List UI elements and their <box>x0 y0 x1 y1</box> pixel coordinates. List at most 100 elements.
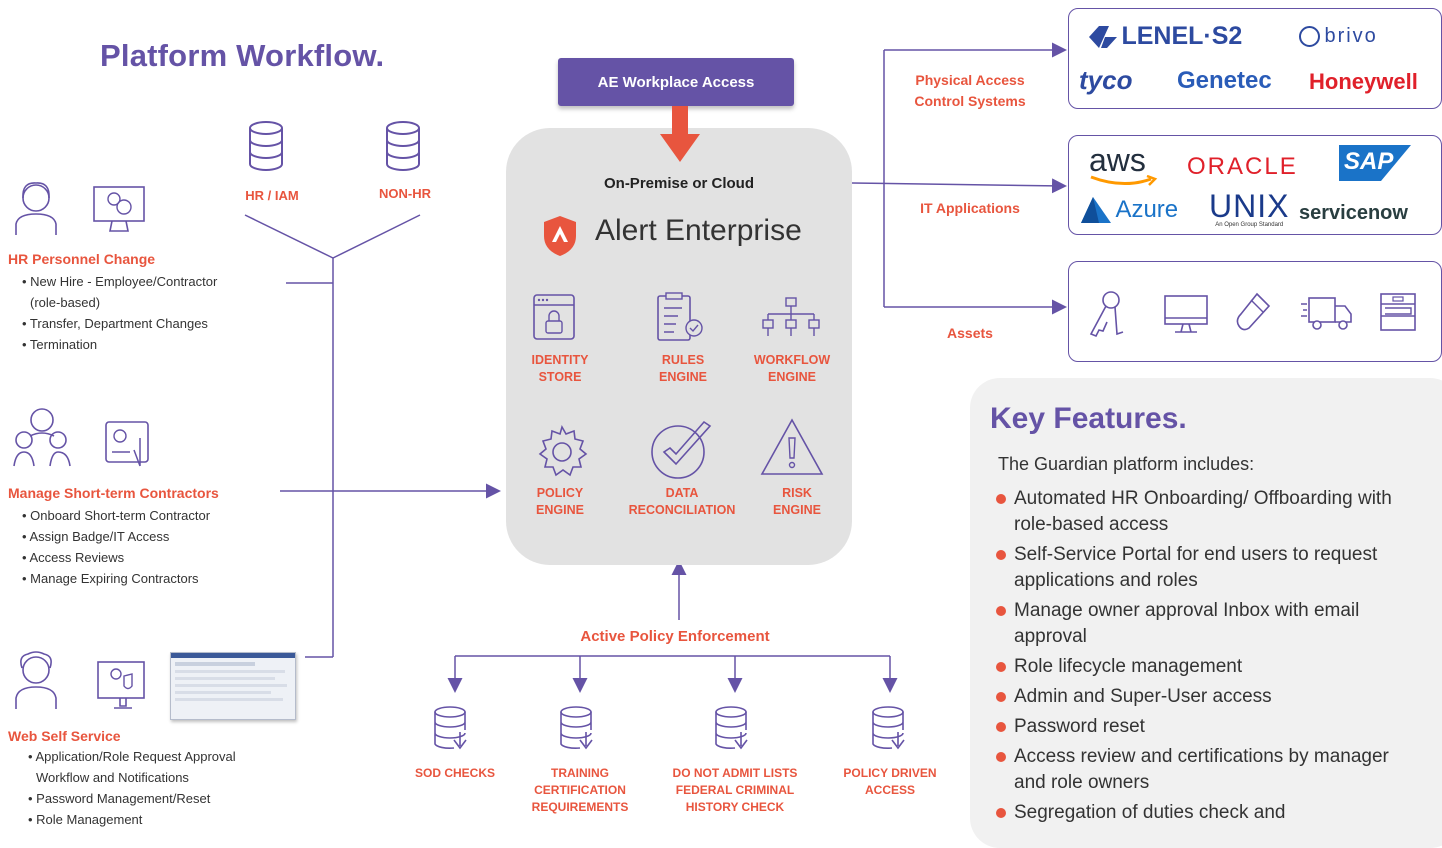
contractors-heading: Manage Short-term Contractors <box>8 485 219 501</box>
lenel-logo: LENEL·S2 <box>1089 22 1242 51</box>
unix-logo: UNIX An Open Group Standard <box>1209 188 1290 228</box>
bullet-dot-icon <box>996 692 1006 702</box>
secure-user-screen-icon <box>97 661 145 709</box>
page-title: Platform Workflow. <box>100 38 385 73</box>
sod-checks-label: SOD CHECKS <box>414 766 495 780</box>
list-item: • Termination <box>22 337 98 352</box>
hr-iam-database-icon <box>249 121 283 171</box>
list-item: • Application/Role Request Approval <box>28 749 236 764</box>
key-features-panel <box>970 378 1442 848</box>
training-label: TRAINING CERTIFICATION REQUIREMENTS <box>531 766 629 814</box>
list-item: • Manage Expiring Contractors <box>22 571 199 586</box>
active-policy-enforcement-heading: Active Policy Enforcement <box>580 628 770 645</box>
bullet-dot-icon <box>996 606 1006 616</box>
workflow-connectors <box>244 42 1067 693</box>
self-service-heading: Web Self Service <box>8 728 121 744</box>
sap-logo: SAP <box>1339 145 1411 186</box>
approval-screen-icon <box>93 186 145 232</box>
cabinet-icon <box>1380 293 1416 331</box>
policy-driven-label: POLICY DRIVEN ACCESS <box>843 766 937 797</box>
identity-store-icon <box>533 294 575 340</box>
non-hr-database-icon <box>386 121 420 171</box>
user-avatar-icon <box>15 651 57 709</box>
feature-item: Admin and Super-User access <box>994 684 1414 710</box>
oracle-logo: ORACLE <box>1187 153 1298 180</box>
feature-item: Segregation of duties check and <box>994 800 1414 826</box>
web-portal-screenshot <box>170 652 296 720</box>
data-reconciliation-icon <box>651 420 712 479</box>
bullet-dot-icon <box>996 808 1006 818</box>
bullet-dot-icon <box>996 662 1006 672</box>
hr-change-heading: HR Personnel Change <box>8 251 156 267</box>
workflow-engine-label: WORKFLOW ENGINE <box>753 353 831 384</box>
key-features-title: Key Features. <box>990 402 1187 435</box>
rules-engine-label: RULES ENGINE <box>659 353 707 384</box>
brivo-logo: brivo <box>1299 25 1378 48</box>
hr-change-list: • New Hire - Employee/Contractor (role-b… <box>22 271 217 355</box>
down-arrow-icon <box>660 106 700 162</box>
list-item: • New Hire - Employee/Contractor <box>22 274 218 289</box>
do-not-admit-database-icon <box>715 706 748 750</box>
key-features-list: Automated HR Onboarding/ Offboarding wit… <box>994 486 1414 830</box>
usb-drive-icon <box>1236 292 1271 331</box>
hr-iam-label: HR / IAM <box>245 188 299 203</box>
bullet-dot-icon <box>996 494 1006 504</box>
deployment-label: On-Premise or Cloud <box>603 175 755 192</box>
sap-mark-icon <box>1339 145 1411 181</box>
keys-icon <box>1089 291 1124 338</box>
training-database-icon <box>560 706 593 750</box>
list-item: • Transfer, Department Changes <box>22 316 208 331</box>
bullet-dot-icon <box>996 752 1006 762</box>
physical-access-logos-box: LENEL·S2 brivo tyco Genetec Honeywell <box>1068 8 1442 109</box>
list-item: • Role Management <box>28 812 143 827</box>
badge-card-icon <box>105 421 149 467</box>
it-applications-logos-box: aws ORACLE SAP Azure UNIX An Open Group … <box>1068 135 1442 235</box>
feature-item: Password reset <box>994 714 1414 740</box>
employee-icon <box>15 182 57 235</box>
list-item: Workflow and Notifications <box>36 770 189 785</box>
list-item: • Access Reviews <box>22 550 125 565</box>
rules-engine-icon <box>657 292 703 341</box>
feature-item: Manage owner approval Inbox with email a… <box>994 598 1414 650</box>
list-item: • Onboard Short-term Contractor <box>22 508 211 523</box>
non-hr-label: NON-HR <box>379 186 431 201</box>
aws-logo: aws <box>1089 142 1159 187</box>
it-applications-label: IT Applications <box>920 200 1020 216</box>
contractors-group-icon <box>13 408 71 467</box>
list-item: • Password Management/Reset <box>28 791 211 806</box>
platform-core-panel <box>506 128 852 565</box>
workflow-engine-icon <box>762 297 820 336</box>
monitor-icon <box>1164 295 1208 333</box>
bullet-dot-icon <box>996 550 1006 560</box>
lenel-mark-icon <box>1089 25 1117 48</box>
truck-icon <box>1301 297 1352 330</box>
do-not-admit-label: DO NOT ADMIT LISTS FEDERAL CRIMINAL HIST… <box>672 766 798 814</box>
feature-item: Automated HR Onboarding/ Offboarding wit… <box>994 486 1414 538</box>
data-reconciliation-label: DATA RECONCILIATION <box>628 486 736 517</box>
honeywell-logo: Honeywell <box>1309 69 1418 94</box>
contractors-list: • Onboard Short-term Contractor • Assign… <box>22 505 210 589</box>
policy-driven-database-icon <box>872 706 905 750</box>
list-item: • Assign Badge/IT Access <box>22 529 170 544</box>
feature-item: Access review and certifications by mana… <box>994 744 1414 796</box>
aws-smile-icon <box>1090 175 1158 186</box>
ae-workplace-access-box: AE Workplace Access <box>558 58 794 106</box>
physical-access-label: Physical Access Control Systems <box>914 72 1026 109</box>
assets-label: Assets <box>947 325 993 341</box>
self-service-list: • Application/Role Request Approval Work… <box>28 746 236 830</box>
tyco-logo: tyco <box>1079 65 1133 95</box>
azure-mark-icon <box>1081 197 1111 223</box>
servicenow-logo: servicenow <box>1299 202 1408 224</box>
risk-engine-label: RISK ENGINE <box>773 486 821 517</box>
list-item: (role-based) <box>30 295 101 310</box>
feature-item: Self-Service Portal for end users to req… <box>994 542 1414 594</box>
assets-box <box>1068 261 1442 362</box>
alert-enterprise-shield-icon <box>544 216 576 256</box>
policy-engine-label: POLICY ENGINE <box>536 486 584 517</box>
identity-store-label: IDENTITY STORE <box>531 353 589 384</box>
feature-item: Role lifecycle management <box>994 654 1414 680</box>
genetec-logo: Genetec <box>1177 67 1272 94</box>
key-features-intro: The Guardian platform includes: <box>998 454 1255 474</box>
brand-name: Alert Enterprise <box>595 214 802 247</box>
bullet-dot-icon <box>996 722 1006 732</box>
